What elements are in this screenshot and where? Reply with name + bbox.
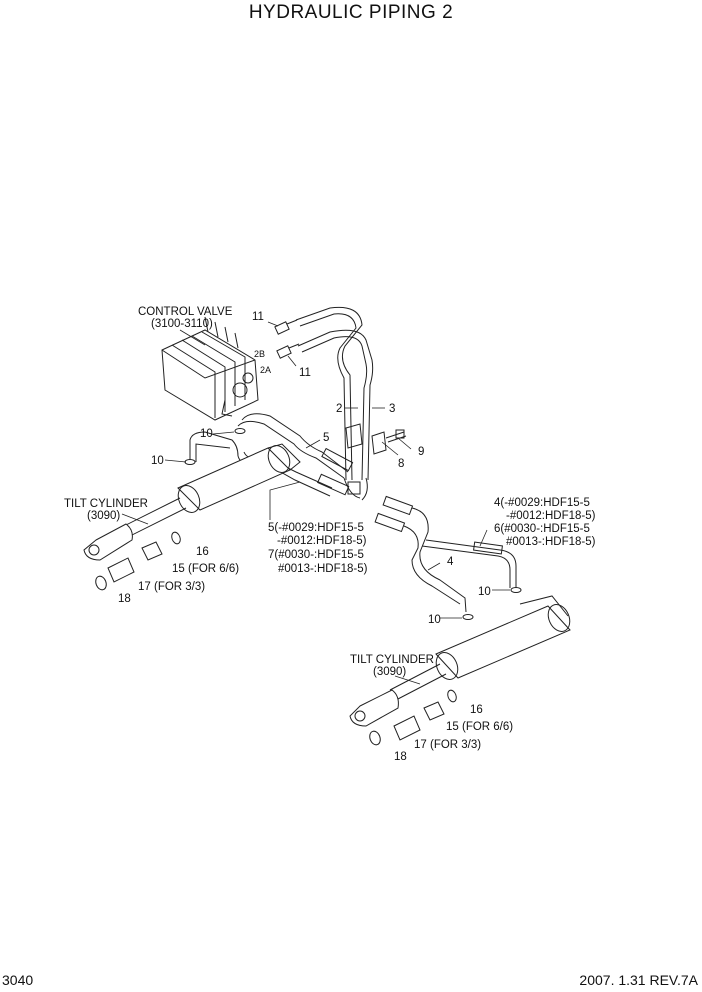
note-5-line1: 5(-#0029:HDF15-5 xyxy=(268,522,364,534)
bushing-17-right xyxy=(393,715,421,741)
label-part-11-upper: 11 xyxy=(252,311,264,323)
pipe-2-3 xyxy=(295,306,374,501)
clamp-8 xyxy=(345,423,387,455)
tilt-cylinder-left xyxy=(83,443,301,561)
control-valve xyxy=(161,316,259,421)
note-5-line2: -#0012:HDF18-5) xyxy=(277,535,367,547)
ring-18-left xyxy=(95,575,107,591)
bushing-15-left xyxy=(141,541,163,561)
note-7-line2: #0013-:HDF18-5) xyxy=(278,563,368,575)
label-part-10-a: 10 xyxy=(200,428,213,440)
label-part-18-left: 18 xyxy=(118,593,131,605)
label-tilt-cylinder-left-ref: (3090) xyxy=(87,510,120,522)
leader-lines xyxy=(121,321,510,685)
fitting-11-upper xyxy=(274,319,298,335)
label-part-11-lower: 11 xyxy=(299,367,311,379)
oring-16-right xyxy=(447,689,457,703)
washer-10 xyxy=(184,428,522,620)
fitting-11-lower xyxy=(276,343,300,359)
label-control-valve-ref: (3100-3110) xyxy=(151,318,213,330)
page-title: HYDRAULIC PIPING 2 xyxy=(248,2,454,23)
label-part-4: 4 xyxy=(447,556,454,568)
hose-4-6 xyxy=(374,495,517,613)
note-4-line1: 4(-#0029:HDF15-5 xyxy=(494,497,590,509)
ring-18-right xyxy=(369,730,381,746)
label-tilt-cylinder-right: TILT CYLINDER xyxy=(350,654,434,666)
label-part-5: 5 xyxy=(323,432,329,444)
label-part-10-b: 10 xyxy=(151,455,164,467)
label-tilt-cylinder-right-ref: (3090) xyxy=(373,666,406,678)
label-part-3: 3 xyxy=(389,403,395,415)
page-number: 3040 xyxy=(2,972,34,988)
note-7-line1: 7(#0030-:HDF15-5 xyxy=(268,549,364,561)
revision-date: 2007. 1.31 REV.7A xyxy=(579,972,698,988)
note-6-line1: 6(#0030-:HDF15-5 xyxy=(494,523,590,535)
label-part-15-right: 15 (FOR 6/6) xyxy=(446,721,513,733)
label-port-2a: 2A xyxy=(260,365,271,375)
bushing-17-left xyxy=(107,557,135,583)
tilt-cylinder-right xyxy=(349,595,571,727)
label-part-17-right: 17 (FOR 3/3) xyxy=(414,739,481,751)
label-part-8: 8 xyxy=(398,458,404,470)
label-part-10-c: 10 xyxy=(478,586,491,598)
label-port-2b: 2B xyxy=(254,349,265,359)
label-tilt-cylinder-left: TILT CYLINDER xyxy=(64,498,148,510)
bushing-15-right xyxy=(423,701,445,721)
label-part-10-d: 10 xyxy=(428,614,441,626)
label-part-16-left: 16 xyxy=(196,546,209,558)
label-part-18-right: 18 xyxy=(394,751,407,763)
oring-16-left xyxy=(171,531,181,545)
label-part-2: 2 xyxy=(336,403,342,415)
note-4-line2: -#0012:HDF18-5) xyxy=(506,510,596,522)
label-part-16-right: 16 xyxy=(470,704,483,716)
label-part-17-left: 17 (FOR 3/3) xyxy=(138,581,205,593)
label-part-9: 9 xyxy=(418,446,424,458)
bolt-9 xyxy=(385,429,407,443)
note-6-line2: #0013-:HDF18-5) xyxy=(506,536,596,548)
label-control-valve: CONTROL VALVE xyxy=(138,306,233,318)
label-part-15-left: 15 (FOR 6/6) xyxy=(172,563,239,575)
